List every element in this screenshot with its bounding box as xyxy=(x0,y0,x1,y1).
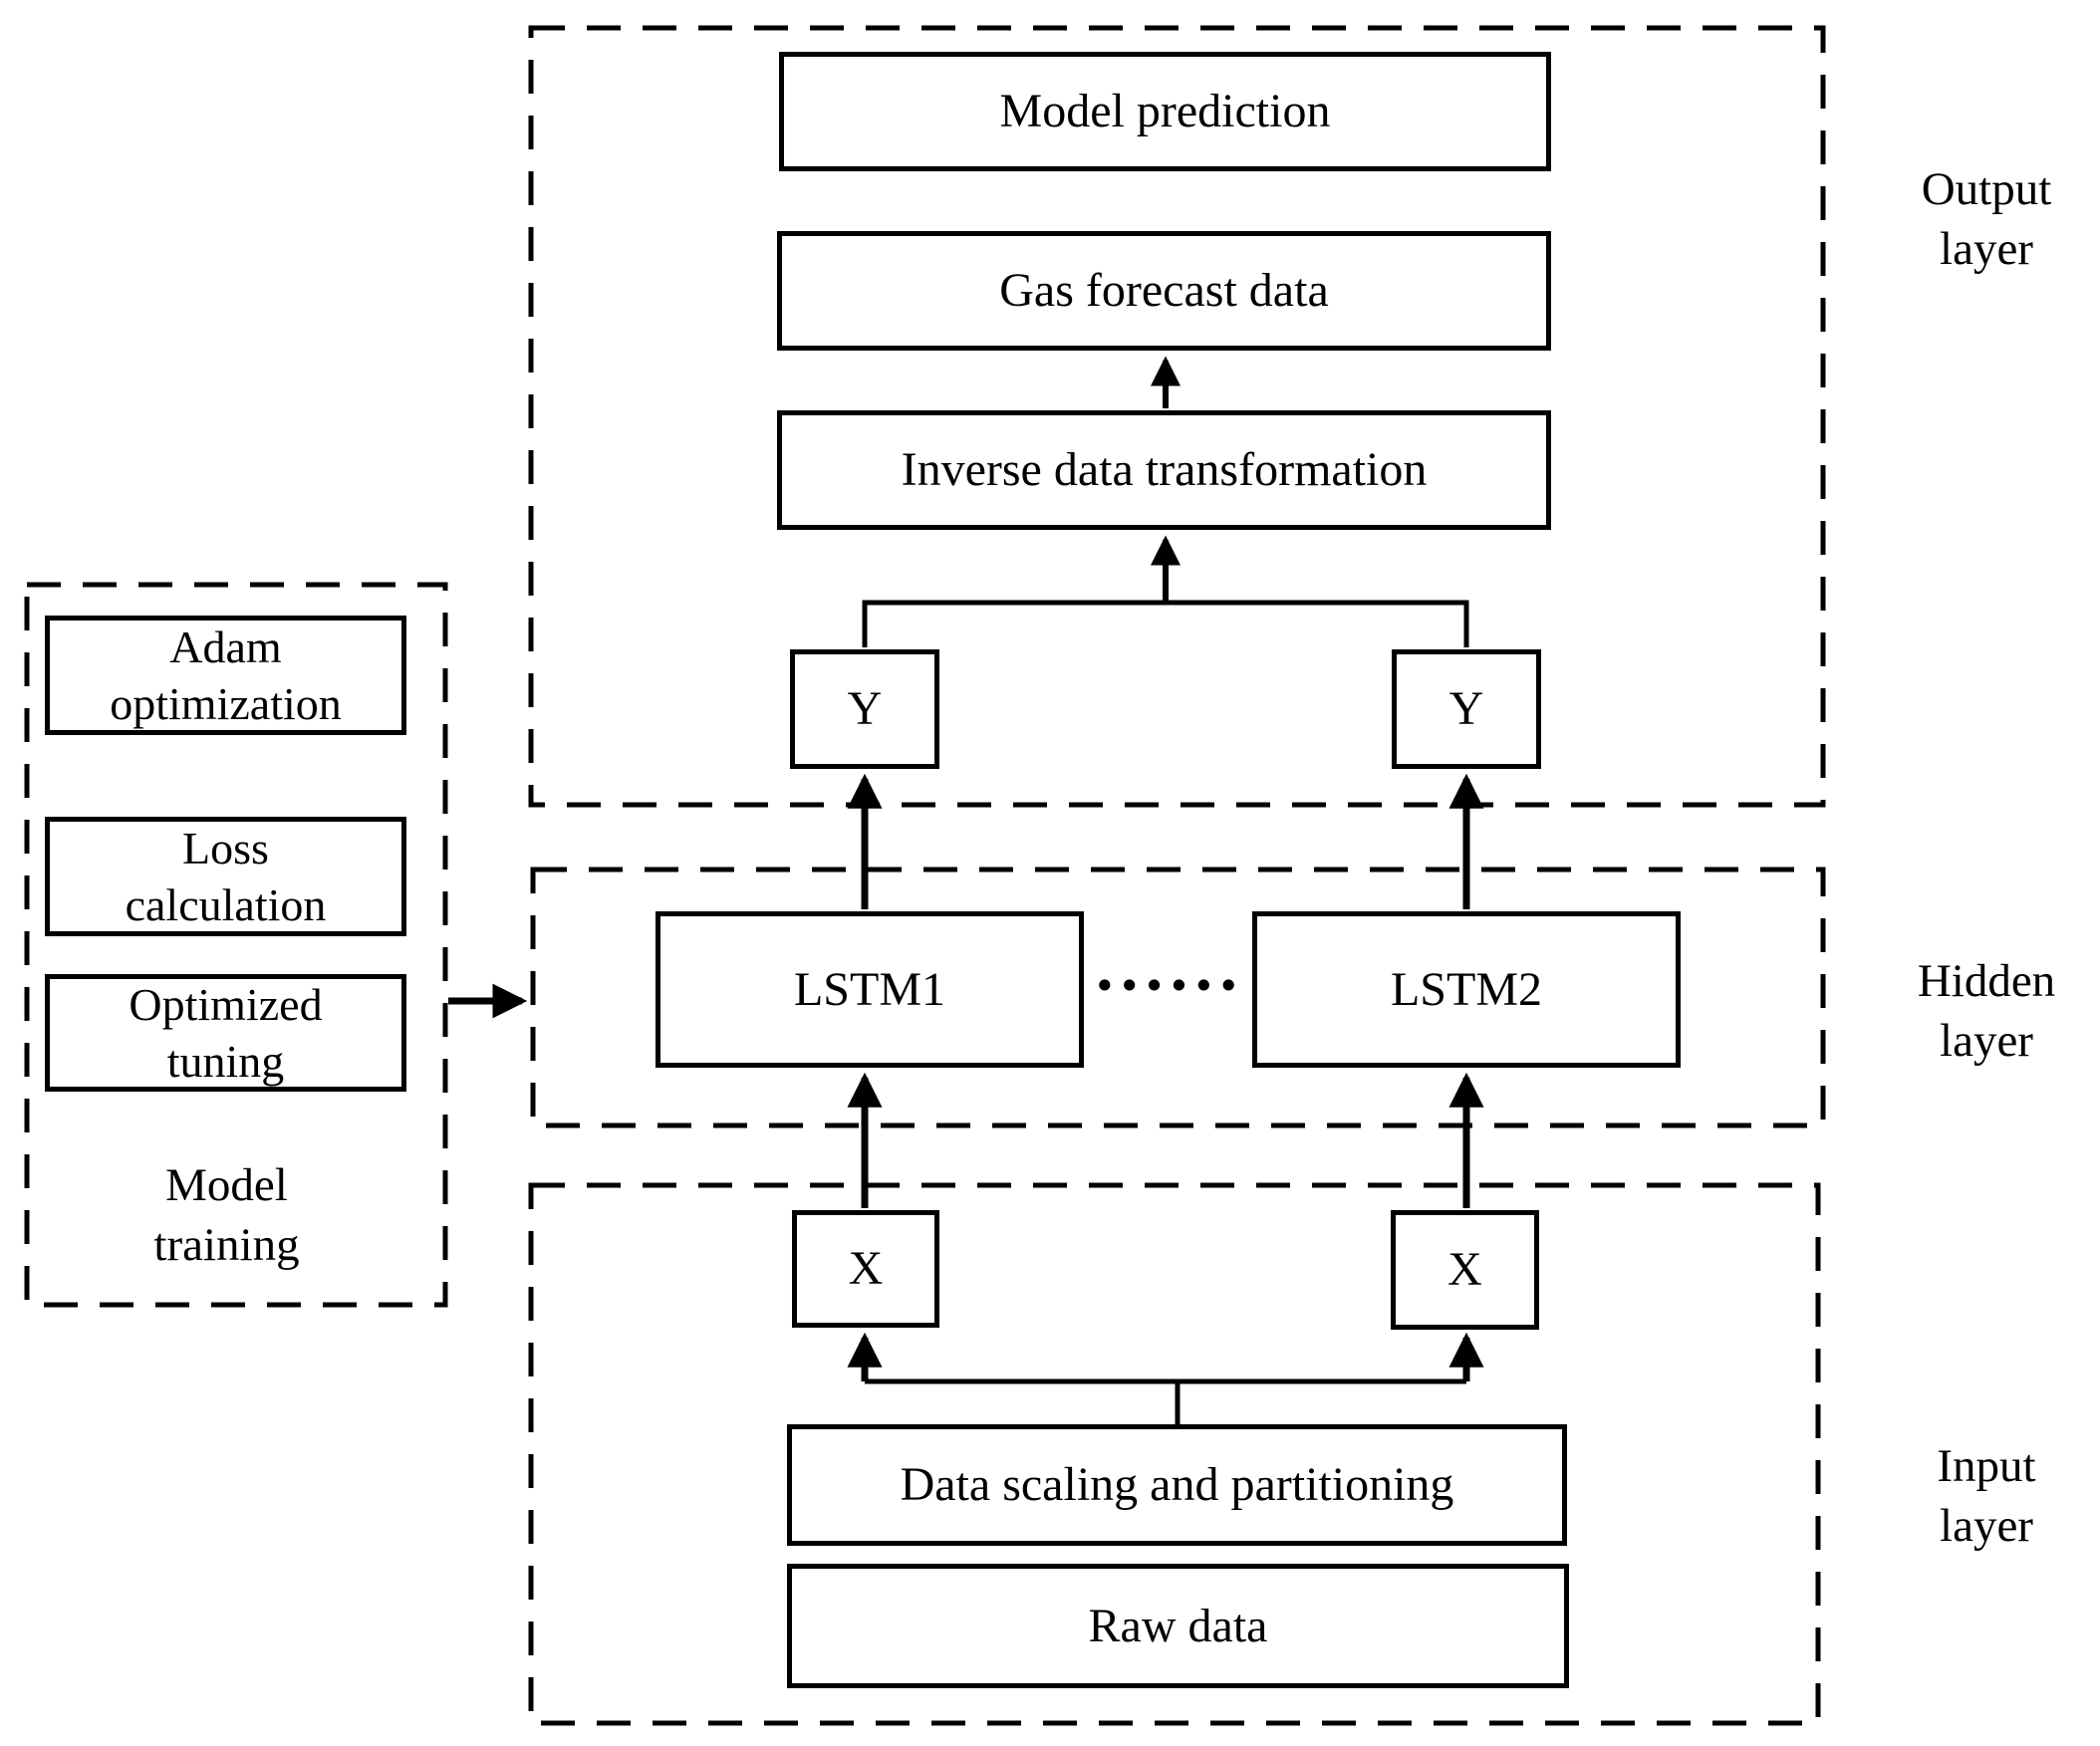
adam-optimization-box: Adam optimization xyxy=(45,616,406,735)
input-layer-label: Input layer xyxy=(1937,1439,2036,1552)
input-layer-frame xyxy=(528,1182,1821,1726)
gas-forecast-box: Gas forecast data xyxy=(777,231,1551,351)
lstm2-box: LSTM2 xyxy=(1252,911,1681,1068)
output-layer-frame xyxy=(528,25,1826,808)
model-training-label: Model training xyxy=(153,1158,300,1271)
y-right-box: Y xyxy=(1392,649,1541,769)
y-left-box: Y xyxy=(790,649,939,769)
loss-calculation-box: Loss calculation xyxy=(45,817,406,936)
optimized-tuning-box: Optimized tuning xyxy=(45,974,406,1092)
hidden-layer-frame xyxy=(530,867,1826,1128)
model-prediction-box: Model prediction xyxy=(779,52,1551,171)
model-training-frame xyxy=(24,582,448,1308)
x-left-box: X xyxy=(792,1210,939,1328)
inverse-transformation-box: Inverse data transformation xyxy=(777,410,1551,530)
lstm1-box: LSTM1 xyxy=(656,911,1084,1068)
raw-data-box: Raw data xyxy=(787,1564,1569,1688)
hidden-layer-label: Hidden layer xyxy=(1917,954,2056,1067)
data-split-connector xyxy=(865,1378,1466,1424)
data-scaling-box: Data scaling and partitioning xyxy=(787,1424,1567,1546)
y-merge-connector xyxy=(862,600,1469,647)
lstm-ellipsis: ······ xyxy=(1094,951,1243,1021)
output-layer-label: Output layer xyxy=(1921,162,2052,275)
x-right-box: X xyxy=(1391,1210,1539,1330)
